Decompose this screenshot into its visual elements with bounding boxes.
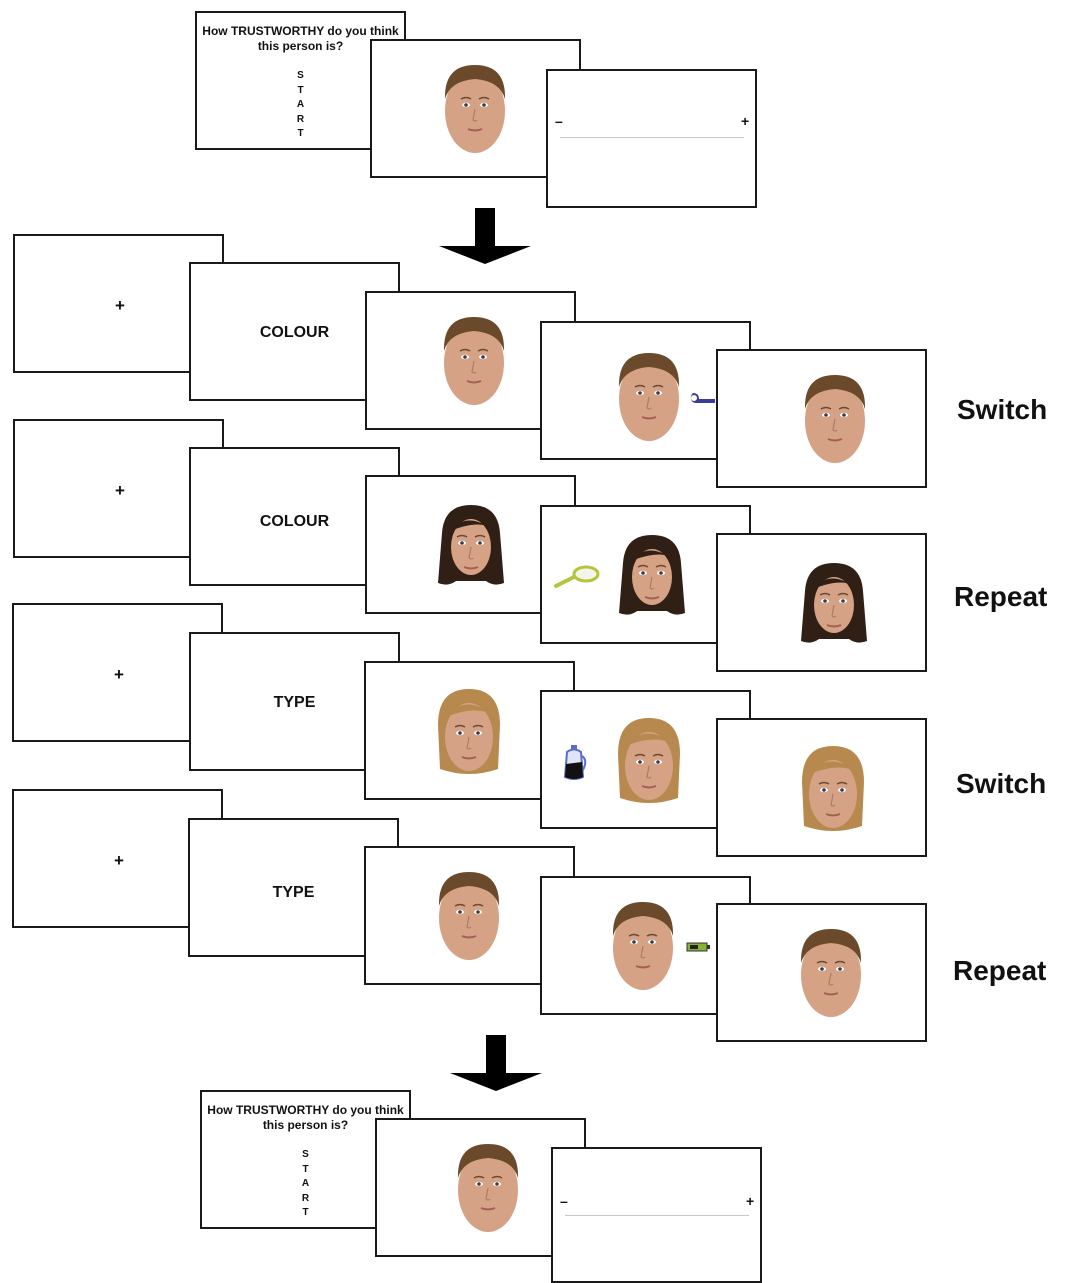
condition-label: Repeat xyxy=(953,955,1047,986)
start-letter: A xyxy=(296,99,305,110)
sequence-arrow xyxy=(486,1035,506,1075)
face-object-panel xyxy=(540,690,751,829)
task-cue: COLOUR xyxy=(259,513,330,530)
face-panel xyxy=(364,661,575,800)
scale-plus-label: + xyxy=(746,1193,755,1209)
rating-scale-panel-top: – + xyxy=(546,69,757,208)
face-panel-end xyxy=(716,903,927,1042)
cue-panel: COLOUR xyxy=(189,262,400,401)
wrench-icon xyxy=(690,393,715,403)
start-prompt[interactable]: S T A R T xyxy=(197,69,404,142)
question-line-2: this person is? xyxy=(257,39,344,53)
start-letter: R xyxy=(296,113,305,125)
fixation-cross: + xyxy=(115,296,125,315)
task-cue: TYPE xyxy=(273,694,316,711)
sequence-arrow-head xyxy=(450,1073,542,1091)
start-prompt[interactable]: S T A R T xyxy=(202,1148,409,1221)
start-letter: S xyxy=(297,70,304,81)
start-letter: S xyxy=(302,1149,309,1160)
condition-label: Repeat xyxy=(954,581,1048,612)
magnifier-icon xyxy=(554,565,600,588)
start-letter: T xyxy=(297,128,304,139)
face-panel-end xyxy=(716,533,927,672)
fixation-panel: + xyxy=(13,234,224,373)
scale-minus-label: – xyxy=(555,113,563,129)
rating-question: How TRUSTWORTHY do you think this person… xyxy=(197,24,404,54)
face-panel-end xyxy=(716,718,927,857)
face-object-panel xyxy=(540,876,751,1015)
sequence-arrow xyxy=(475,208,495,248)
fixation-cross: + xyxy=(114,665,124,684)
face-object-panel xyxy=(540,505,751,644)
face-panel-top xyxy=(370,39,581,178)
cue-panel: TYPE xyxy=(188,818,399,957)
sequence-arrow-head xyxy=(439,246,531,264)
cue-panel: COLOUR xyxy=(189,447,400,586)
start-letter: T xyxy=(302,1207,309,1218)
start-letter: A xyxy=(301,1178,310,1189)
rating-scale-panel-bottom: – + xyxy=(551,1147,762,1283)
start-letter: T xyxy=(302,1163,309,1175)
question-line-1: How TRUSTWORTHY do you think xyxy=(202,24,399,38)
fixation-cross: + xyxy=(115,481,125,500)
rating-scale-slider[interactable] xyxy=(565,1215,749,1216)
task-cue: TYPE xyxy=(272,884,315,901)
scale-plus-label: + xyxy=(741,113,750,129)
rating-question: How TRUSTWORTHY do you think this person… xyxy=(202,1103,409,1133)
face-object-panel xyxy=(540,321,751,460)
battery-icon xyxy=(686,942,710,952)
fixation-panel: + xyxy=(12,603,223,742)
condition-label: Switch xyxy=(956,768,1047,799)
question-line-2: this person is? xyxy=(262,1118,349,1132)
fixation-cross: + xyxy=(114,851,124,870)
scale-minus-label: – xyxy=(560,1193,568,1209)
question-line-1: How TRUSTWORTHY do you think xyxy=(207,1103,404,1117)
fixation-panel: + xyxy=(12,789,223,928)
kettle-icon xyxy=(563,745,587,780)
face-panel-end xyxy=(716,349,927,488)
condition-label: Switch xyxy=(957,394,1048,425)
fixation-panel: + xyxy=(13,419,224,558)
start-letter: T xyxy=(297,84,304,96)
rating-scale-slider[interactable] xyxy=(560,137,744,138)
face-panel xyxy=(364,846,575,985)
task-cue: COLOUR xyxy=(259,324,330,341)
face-panel-bottom xyxy=(375,1118,586,1257)
start-letter: R xyxy=(301,1192,310,1204)
